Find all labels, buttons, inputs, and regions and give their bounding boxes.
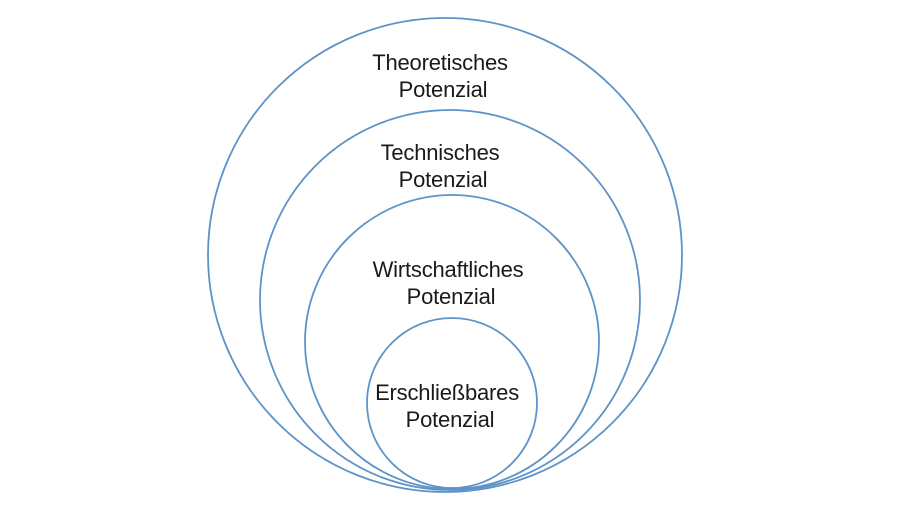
circle-theoretisches-potenzial [207, 17, 683, 493]
label-line: Potenzial [399, 77, 488, 102]
circle-technisches-potenzial [259, 109, 641, 491]
label-erschliessbares-potenzial: Erschließbares Potenzial [375, 380, 525, 432]
label-line: Wirtschaftliches [373, 257, 524, 282]
circle-erschliessbares-potenzial [366, 317, 538, 489]
label-wirtschaftliches-potenzial: Wirtschaftliches Potenzial [373, 257, 530, 309]
circle-wirtschaftliches-potenzial [304, 194, 600, 490]
label-line: Potenzial [406, 407, 495, 432]
label-line: Potenzial [399, 167, 488, 192]
label-theoretisches-potenzial: Theoretisches Potenzial [372, 50, 514, 102]
label-line: Potenzial [407, 284, 496, 309]
label-technisches-potenzial: Technisches Potenzial [381, 140, 506, 192]
label-line: Technisches [381, 140, 500, 165]
label-line: Erschließbares [375, 380, 519, 405]
label-line: Theoretisches [372, 50, 508, 75]
